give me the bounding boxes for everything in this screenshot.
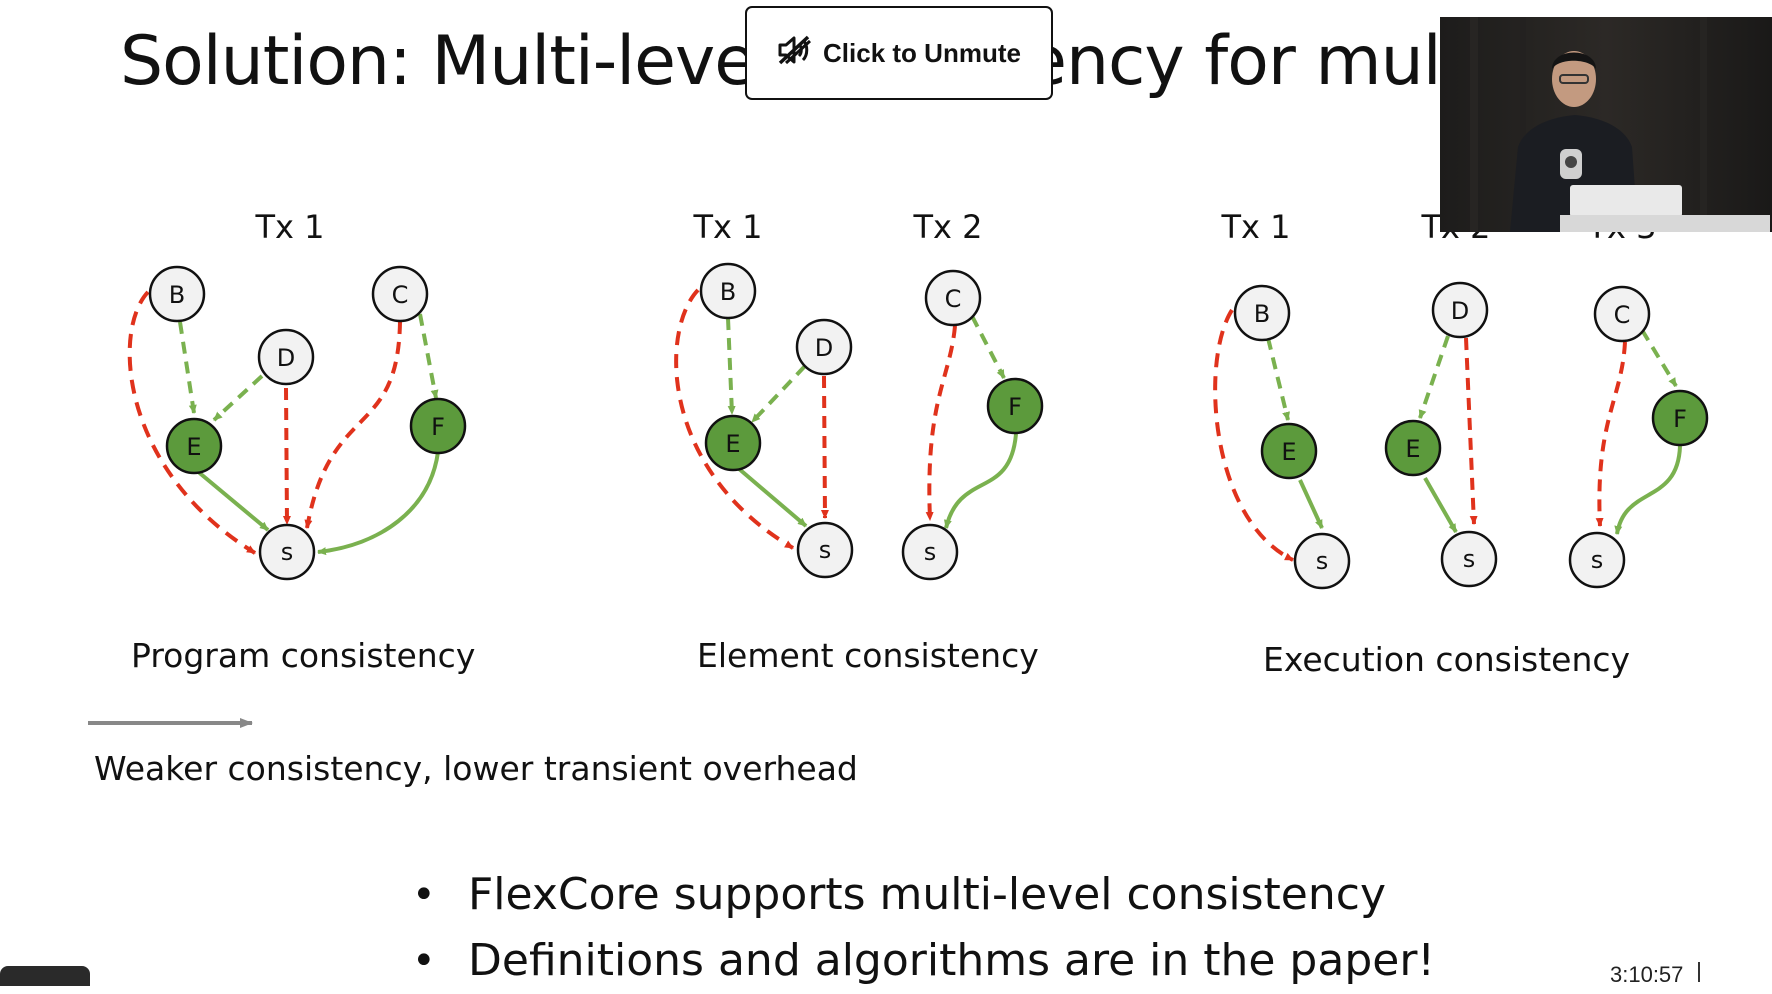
- node-f: F: [409, 397, 467, 455]
- node-e: E: [165, 417, 223, 475]
- svg-text:C: C: [392, 281, 409, 309]
- bullet-item: FlexCore supports multi-level consistenc…: [412, 862, 1435, 928]
- node-s: s: [796, 521, 854, 579]
- node-c: C: [1593, 285, 1651, 343]
- svg-text:s: s: [1591, 546, 1604, 574]
- svg-text:D: D: [1451, 297, 1469, 325]
- svg-text:s: s: [819, 536, 832, 564]
- node-d: D: [1431, 281, 1489, 339]
- caption-execution-consistency: Execution consistency: [1263, 640, 1631, 679]
- node-b: B: [699, 262, 757, 320]
- tx-label: Tx 1: [692, 208, 762, 246]
- svg-text:E: E: [1405, 435, 1420, 463]
- svg-text:B: B: [720, 278, 736, 306]
- speaker-muted-icon: [777, 35, 812, 72]
- bullet-list: FlexCore supports multi-level consistenc…: [412, 862, 1435, 994]
- svg-text:E: E: [1281, 438, 1296, 466]
- node-e: E: [1384, 419, 1442, 477]
- svg-text:F: F: [431, 413, 445, 441]
- bullet-item: Definitions and algorithms are in the pa…: [412, 928, 1435, 994]
- svg-text:E: E: [186, 433, 201, 461]
- svg-text:B: B: [169, 281, 185, 309]
- svg-text:D: D: [815, 334, 833, 362]
- svg-text:C: C: [1614, 301, 1631, 329]
- program-consistency-diagram: Tx 1 B C D E F s: [127, 208, 467, 581]
- node-s: s: [258, 523, 316, 581]
- node-b: B: [1233, 284, 1291, 342]
- svg-text:s: s: [924, 538, 937, 566]
- unmute-label: Click to Unmute: [823, 37, 1021, 68]
- arrow-caption: Weaker consistency, lower transient over…: [94, 749, 858, 788]
- node-f: F: [986, 377, 1044, 435]
- svg-text:E: E: [725, 430, 740, 458]
- node-e: E: [704, 414, 762, 472]
- playback-cursor[interactable]: [1698, 962, 1700, 982]
- element-consistency-diagram: Tx 1 Tx 2 B D E s C: [674, 208, 1044, 581]
- svg-text:s: s: [1316, 547, 1329, 575]
- video-timestamp: 3:10:57: [1610, 962, 1684, 987]
- node-b: B: [148, 265, 206, 323]
- node-d: D: [257, 328, 315, 386]
- node-d: D: [795, 318, 853, 376]
- svg-text:F: F: [1008, 393, 1022, 421]
- caption-program-consistency: Program consistency: [131, 636, 476, 675]
- node-s: s: [1568, 531, 1626, 589]
- node-f: F: [1651, 389, 1709, 447]
- execution-consistency-diagram: Tx 1 Tx 2 Tx 3 B E s D: [1213, 208, 1709, 590]
- node-c: C: [924, 269, 982, 327]
- node-e: E: [1260, 422, 1318, 480]
- tx-label: Tx 1: [254, 208, 324, 246]
- node-c: C: [371, 265, 429, 323]
- caption-element-consistency: Element consistency: [697, 636, 1039, 675]
- player-control-tab[interactable]: [0, 966, 90, 986]
- tx-label: Tx 1: [1220, 208, 1290, 246]
- svg-text:C: C: [945, 285, 962, 313]
- speaker-video[interactable]: [1440, 17, 1772, 232]
- svg-text:B: B: [1254, 300, 1270, 328]
- tx-label: Tx 2: [912, 208, 982, 246]
- svg-text:D: D: [277, 344, 295, 372]
- click-to-unmute-button[interactable]: Click to Unmute: [745, 6, 1053, 100]
- node-s: s: [1293, 532, 1351, 590]
- svg-text:s: s: [1463, 545, 1476, 573]
- node-s: s: [901, 523, 959, 581]
- node-s: s: [1440, 530, 1498, 588]
- svg-text:s: s: [281, 538, 294, 566]
- svg-text:F: F: [1673, 405, 1687, 433]
